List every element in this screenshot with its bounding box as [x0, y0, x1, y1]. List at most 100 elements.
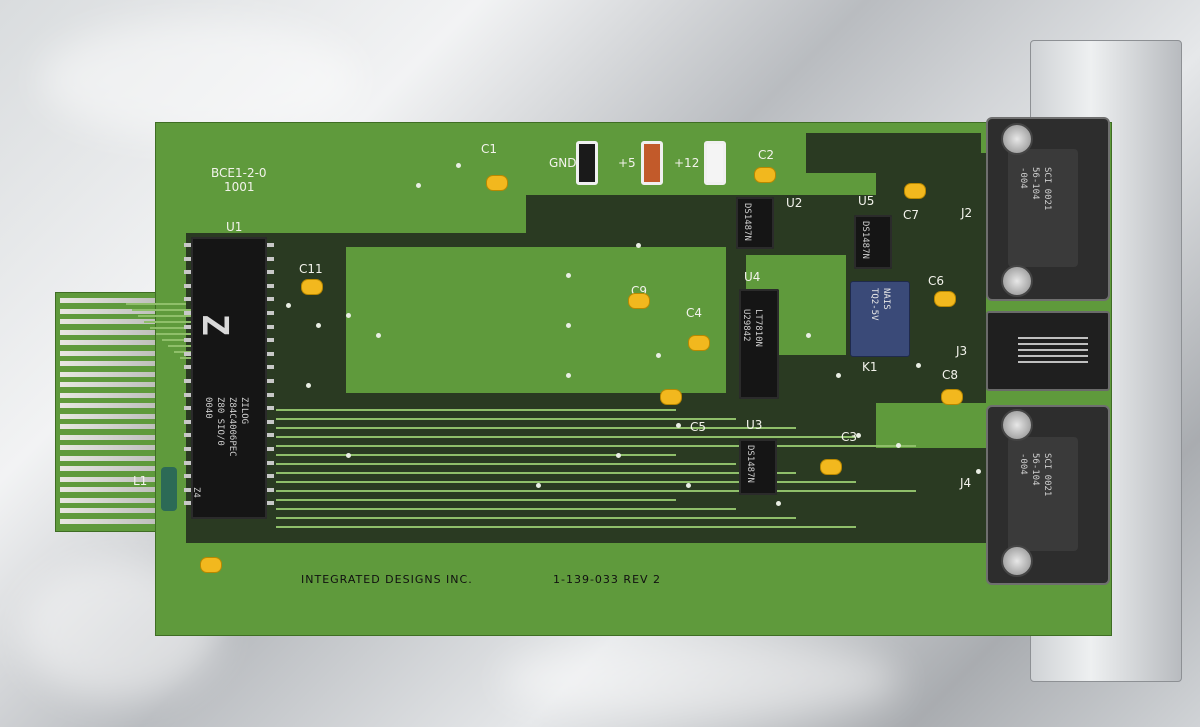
u4-text-1: LT7810N	[753, 309, 763, 347]
via-hole	[306, 383, 311, 388]
edge-finger	[60, 455, 155, 461]
plus5-led	[641, 141, 663, 185]
chip-pin	[184, 379, 191, 383]
chip-pin	[267, 324, 274, 329]
edge-finger	[60, 466, 155, 471]
k1-text-2: TQ2-5V	[869, 288, 879, 321]
j4-screw-top	[1001, 409, 1033, 441]
edge-finger	[60, 476, 155, 482]
copper-trace	[276, 508, 736, 510]
edge-finger	[60, 361, 155, 366]
chip-pin	[267, 365, 274, 370]
via-hole	[566, 273, 571, 278]
u1-text-1: ZILOG	[239, 397, 249, 425]
via-hole	[536, 483, 541, 488]
u2-text-1: DS1487N	[742, 203, 752, 241]
chip-pin	[184, 447, 191, 451]
j4-screw-bottom	[1001, 545, 1033, 577]
chip-pin	[267, 256, 274, 261]
copper-trace	[276, 436, 856, 438]
edge-connector	[55, 292, 161, 532]
edge-finger	[60, 445, 155, 450]
u3-text-1: DS1487N	[745, 445, 755, 483]
c3-label: C3	[841, 430, 858, 444]
j2-text-2: 56-104	[1030, 167, 1040, 200]
copper-window	[346, 247, 726, 393]
copper-trace	[138, 315, 198, 317]
u1-label: U1	[226, 220, 243, 234]
rj-contact	[1018, 343, 1088, 345]
rj-contact	[1018, 349, 1088, 351]
capacitor-c3	[820, 459, 842, 475]
via-hole	[896, 443, 901, 448]
c1-label: C1	[481, 142, 498, 156]
edge-finger	[60, 434, 155, 440]
circuit-board: BCE1-2-0 1001 GND +5 +12 C1 C2 U2 U5 C7 …	[126, 117, 1112, 636]
u3-label: U3	[746, 418, 763, 432]
u1-text-2: Z84C4006PEC	[227, 397, 237, 457]
via-hole	[616, 453, 621, 458]
via-hole	[416, 183, 421, 188]
chip-pin	[184, 460, 191, 465]
edge-finger	[60, 319, 155, 324]
chip-u1-z80-sio: Z ZILOG Z84C4006PEC Z80 SIO/0 0040 Z4	[184, 237, 274, 519]
copper-trace	[276, 409, 676, 411]
chip-pin	[267, 351, 274, 356]
via-hole	[656, 353, 661, 358]
u1-text-5: Z4	[191, 487, 201, 498]
plus12-label: +12	[674, 156, 700, 170]
edge-finger	[60, 424, 155, 429]
copper-trace	[276, 445, 916, 447]
chip-pin	[267, 419, 274, 424]
capacitor-c6	[934, 291, 956, 307]
c4-label: C4	[686, 306, 703, 320]
j2-screw-bottom	[1001, 265, 1033, 297]
chip-pin	[184, 270, 191, 275]
capacitor-c7	[904, 183, 926, 199]
j4-label: J4	[960, 476, 972, 490]
c8-label: C8	[942, 368, 959, 382]
copper-trace	[276, 463, 736, 465]
plus12-led	[704, 141, 726, 185]
copper-trace	[276, 481, 856, 483]
bag-highlight	[500, 640, 900, 720]
edge-finger	[60, 298, 155, 303]
via-hole	[636, 243, 641, 248]
chip-pin	[267, 392, 274, 397]
copper-trace	[144, 321, 204, 323]
j4-text-3: -004	[1018, 453, 1028, 475]
chip-pin	[184, 419, 191, 424]
chip-u3: DS1487N	[739, 439, 777, 495]
edge-finger	[60, 497, 155, 503]
edge-finger	[60, 392, 155, 398]
capacitor-c4	[688, 335, 710, 351]
chip-pin	[267, 338, 274, 343]
chip-pin	[184, 501, 191, 506]
copper-trace	[276, 490, 916, 492]
copper-trace	[150, 327, 210, 329]
c2-label: C2	[758, 148, 775, 162]
edge-finger	[60, 508, 155, 513]
copper-trace	[276, 472, 796, 474]
capacitor-c2	[754, 167, 776, 183]
edge-finger	[60, 308, 155, 314]
j2-label: J2	[961, 206, 973, 220]
edge-finger	[60, 329, 155, 335]
rj-contact	[1018, 355, 1088, 357]
chip-pin	[267, 297, 274, 302]
board-code-label: 1001	[224, 180, 255, 194]
via-hole	[286, 303, 291, 308]
via-hole	[916, 363, 921, 368]
zilog-logo: Z	[193, 314, 235, 336]
via-hole	[686, 483, 691, 488]
copper-trace	[276, 517, 796, 519]
j2-body	[1008, 149, 1078, 267]
j4-text-2: 56-104	[1030, 453, 1040, 486]
connector-j3	[986, 311, 1110, 391]
chip-pin	[184, 283, 191, 288]
chip-pin	[184, 256, 191, 261]
gnd-label: GND	[549, 156, 577, 170]
via-hole	[456, 163, 461, 168]
chip-pin	[184, 324, 191, 329]
chip-pin	[267, 501, 274, 506]
